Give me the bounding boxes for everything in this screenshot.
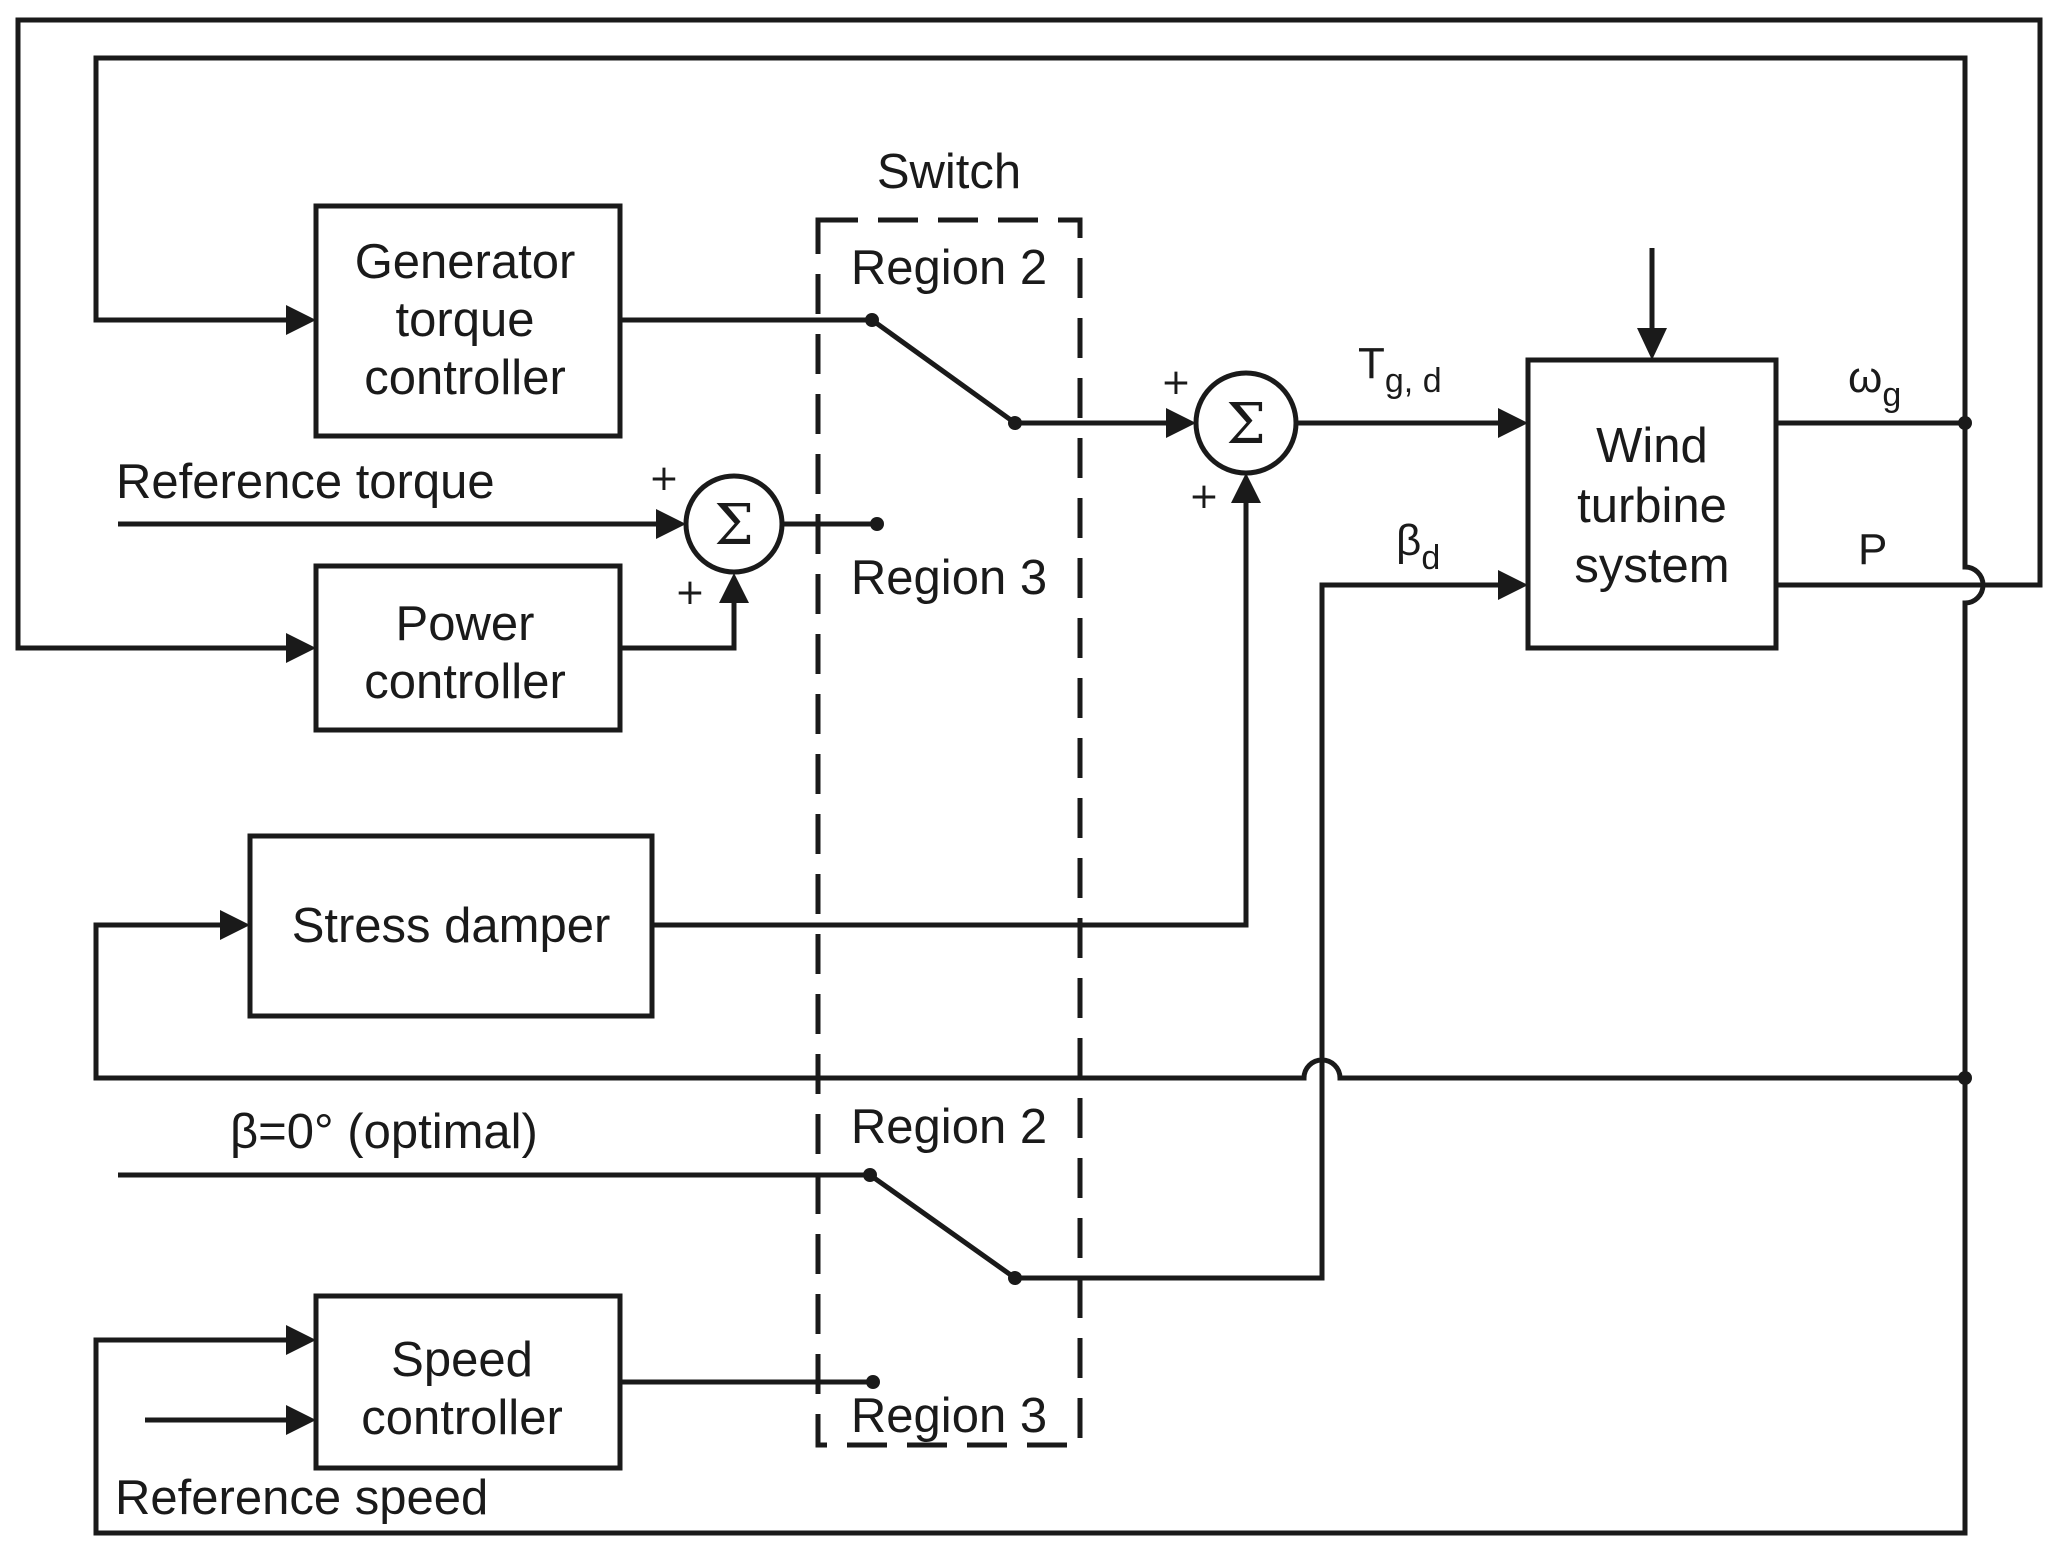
wind-turbine-label-1: Wind (1596, 419, 1708, 473)
speed-controller-block: Speed controller (313, 1293, 623, 1471)
stress-damper-feedback-line (93, 922, 1965, 1081)
wind-turbine-label-2: turbine (1577, 479, 1727, 533)
speed-junction-dot (1958, 416, 1972, 430)
speed-controller-label-1: Speed (391, 1333, 533, 1387)
torque-switch-contact-region2 (865, 313, 879, 327)
power-controller-to-sum1-line (620, 590, 737, 651)
arrow-into-sum1-left (656, 509, 686, 539)
pitch-region3-label: Region 3 (851, 1389, 1047, 1443)
switch-title: Switch (877, 145, 1021, 199)
wind-turbine-label-3: system (1574, 539, 1729, 593)
switch-box (815, 217, 1083, 1448)
stress-junction-dot (1958, 1071, 1972, 1085)
sum1-sigma-symbol: Σ (714, 493, 754, 558)
stress-damper-to-sum2-line (652, 492, 1249, 928)
pitch-demand-label: βd (1396, 516, 1440, 577)
sum1-plus-left: + (649, 458, 679, 499)
arrow-into-sum1-bottom (719, 573, 749, 603)
wind-turbine-system-block: Wind turbine system (1525, 357, 1779, 651)
arrow-into-sum2-bottom (1231, 473, 1261, 503)
reference-torque-label: Reference torque (116, 455, 495, 509)
power-controller-label-1: Power (396, 597, 535, 651)
arrow-torque-demand-into-turbine (1498, 408, 1528, 438)
power-label: P (1858, 525, 1887, 574)
arrow-into-generator-torque (286, 305, 316, 335)
sum2-plus-left: + (1161, 362, 1191, 403)
wind-disturbance-arrow (1637, 328, 1667, 360)
arrow-into-power-controller (286, 633, 316, 663)
generator-torque-controller-label-1: Generator (355, 235, 576, 289)
stress-damper-block: Stress damper (247, 833, 655, 1019)
generator-speed-label: ωg (1848, 353, 1901, 414)
pitch-demand-line (1015, 582, 1500, 1281)
generator-torque-controller-block: Generator torque controller (313, 203, 623, 439)
speed-controller-label-2: controller (361, 1391, 563, 1445)
pitch-switch-contact-region2 (863, 1168, 877, 1182)
arrow-into-speed-controller-top (286, 1325, 316, 1355)
torque-demand-label: Tg, d (1358, 339, 1442, 400)
arrow-pitch-demand-into-turbine (1498, 570, 1528, 600)
torque-region3-label: Region 3 (851, 551, 1047, 605)
beta-optimal-label: β=0° (optimal) (230, 1105, 538, 1159)
torque-region2-label: Region 2 (851, 241, 1047, 295)
summing-junction-1: Σ (683, 473, 785, 575)
speed-feedback-trunk (93, 423, 1986, 1536)
summing-junction-2: Σ (1193, 370, 1299, 476)
arrow-into-stress-damper (220, 910, 250, 940)
pitch-switch-blade (868, 1172, 1017, 1281)
stress-damper-label: Stress damper (292, 899, 611, 953)
reference-speed-label: Reference speed (115, 1471, 488, 1525)
pitch-region2-label: Region 2 (851, 1100, 1047, 1154)
power-controller-block: Power controller (313, 563, 623, 733)
sum1-plus-bottom: + (675, 572, 705, 613)
sum2-plus-bottom: + (1189, 476, 1219, 517)
arrow-into-speed-controller-bottom (286, 1405, 316, 1435)
power-controller-label-2: controller (364, 655, 566, 709)
arrow-into-sum2 (1166, 408, 1196, 438)
generator-torque-controller-label-2: torque (396, 293, 535, 347)
sum2-sigma-symbol: Σ (1226, 392, 1266, 457)
generator-torque-controller-label-3: controller (364, 351, 566, 405)
torque-switch-blade (870, 317, 1017, 426)
